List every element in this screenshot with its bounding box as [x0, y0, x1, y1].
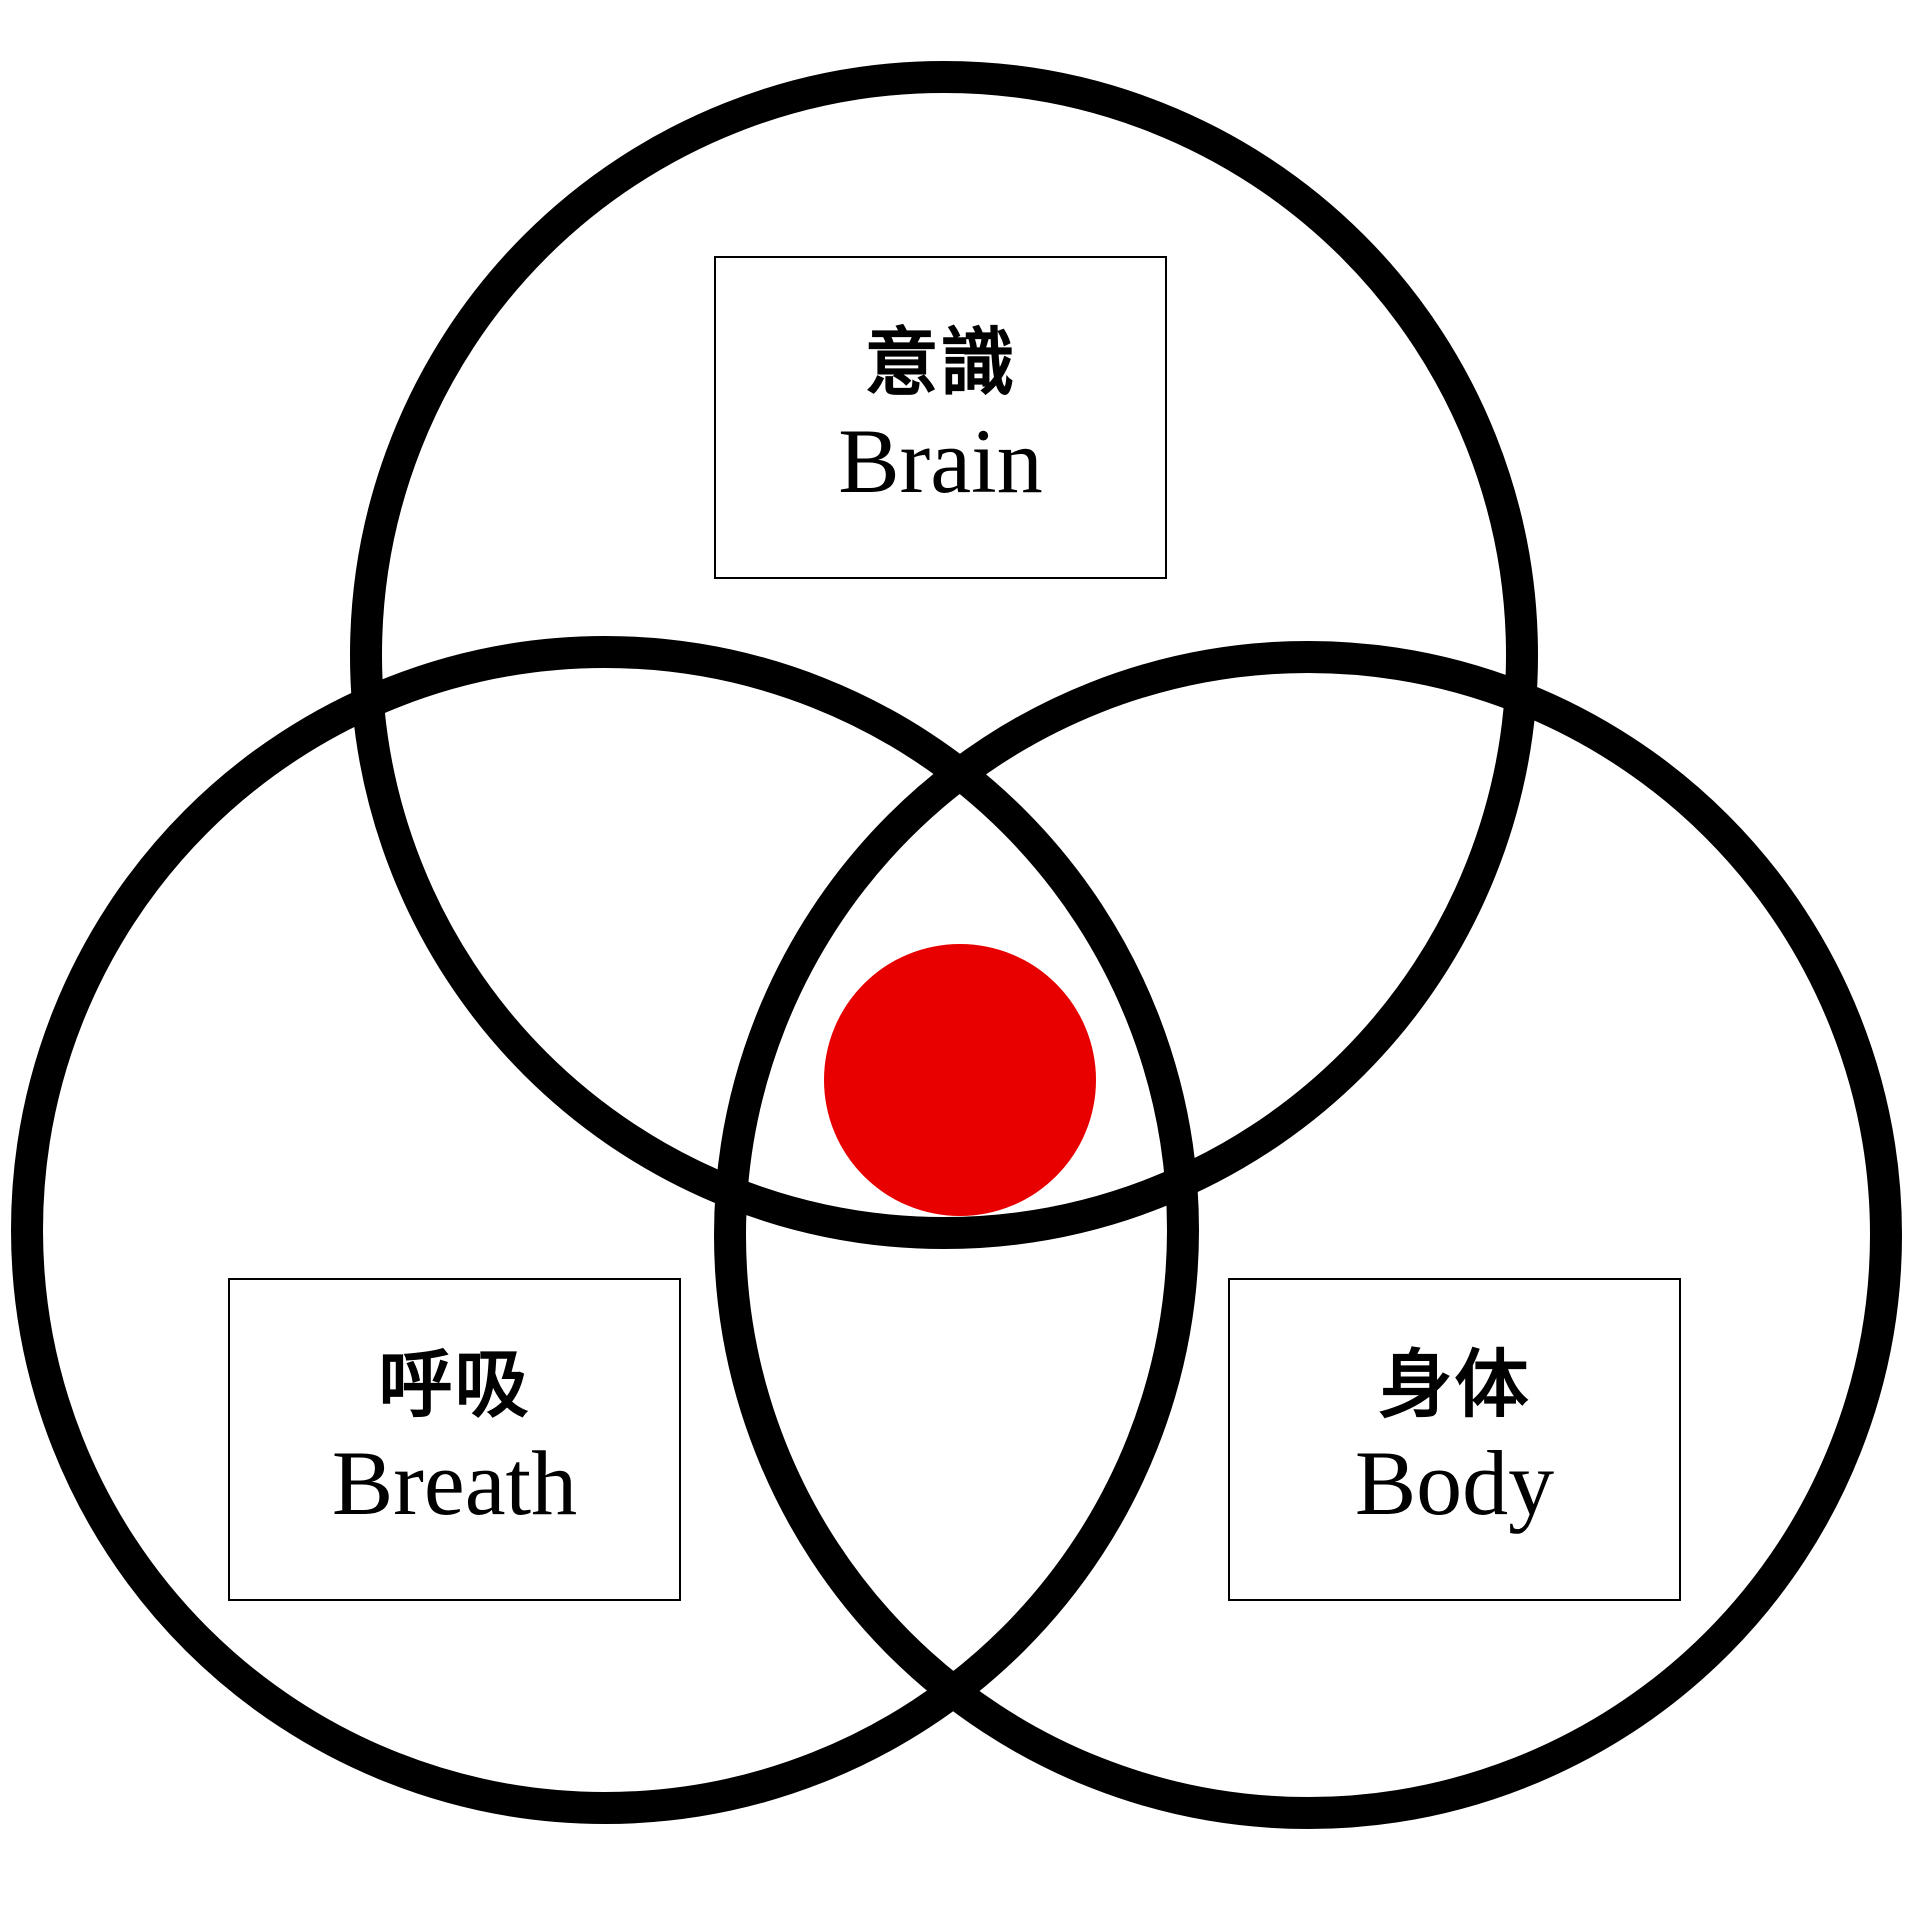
- label-breath-jp: 呼吸: [378, 1342, 531, 1429]
- label-box-breath: 呼吸 Breath: [228, 1278, 681, 1601]
- circle-body: [714, 641, 1902, 1829]
- label-brain-jp: 意識: [864, 320, 1017, 407]
- label-brain-en: Brain: [838, 409, 1043, 512]
- label-box-brain: 意識 Brain: [714, 256, 1167, 579]
- circle-brain: [350, 61, 1538, 1249]
- label-breath-en: Breath: [331, 1431, 578, 1534]
- center-dot: [824, 944, 1096, 1216]
- label-body-en: Body: [1354, 1431, 1555, 1534]
- circle-breath: [11, 636, 1199, 1824]
- label-body-jp: 身体: [1378, 1342, 1531, 1429]
- label-box-body: 身体 Body: [1228, 1278, 1681, 1601]
